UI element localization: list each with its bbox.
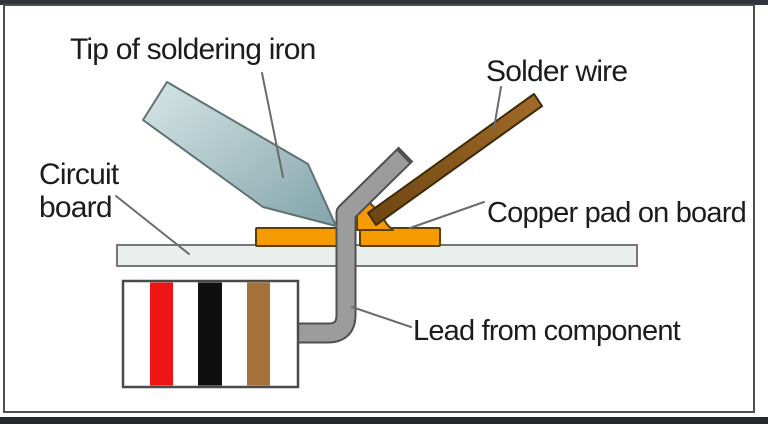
solder-wire-shape: [367, 93, 543, 226]
soldering-iron-tip-shape: [142, 81, 337, 227]
leader-line-solder-wire: [493, 86, 502, 129]
copper-pad-right-shape: [359, 227, 441, 247]
copper-pad-left-shape: [255, 227, 338, 247]
bottom-letterbox-bar: [0, 417, 768, 424]
component-lead-shape: [298, 150, 409, 342]
lead-from-component-label: Lead from component: [413, 315, 681, 347]
leader-line-tip: [261, 72, 284, 178]
circuit-board-label: Circuit board: [39, 158, 119, 224]
leader-line-copper-pad: [409, 201, 485, 229]
tip-of-soldering-iron-label: Tip of soldering iron: [70, 33, 316, 66]
circuit-board-shape: [116, 244, 638, 267]
resistor-band-brown: [247, 282, 270, 386]
resistor-band-black: [198, 282, 222, 386]
leader-line-circuit-board: [115, 195, 190, 255]
leader-lines: [115, 72, 502, 328]
solder-wire-label: Solder wire: [486, 55, 628, 88]
resistor-band-red: [150, 282, 173, 386]
top-letterbox-bar: [0, 0, 768, 5]
leader-line-lead: [351, 306, 412, 328]
copper-pad-label: Copper pad on board: [487, 197, 747, 229]
